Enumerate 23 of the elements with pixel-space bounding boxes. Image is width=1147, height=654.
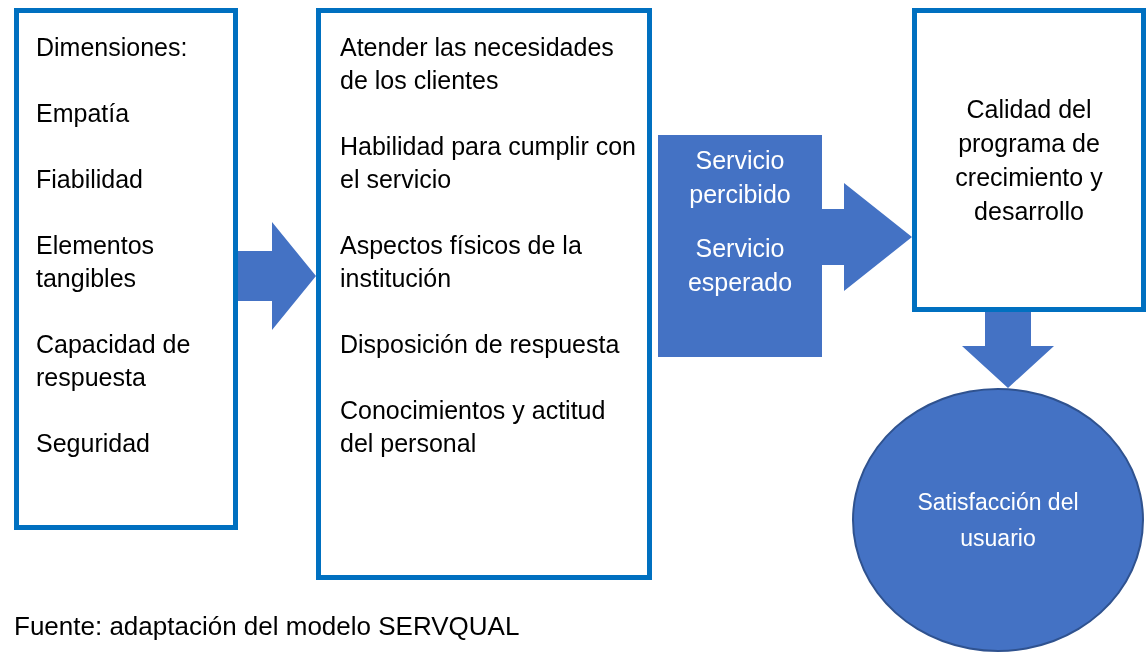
box-text: Calidad del programa de crecimiento y desarrollo — [954, 94, 1104, 227]
block-arrow — [962, 312, 1054, 388]
callout-text: Servicio esperado — [686, 233, 794, 298]
list-box — [14, 8, 238, 530]
list-item: Elementos tangibles — [36, 230, 156, 294]
process-box — [912, 8, 1146, 312]
block-arrow — [238, 222, 316, 330]
list-item: Conocimientos y actitud del personal — [340, 395, 607, 459]
callout-text: Servicio percibido — [688, 145, 792, 210]
list-item: Empatía — [36, 98, 131, 129]
list-item: Disposición de respuesta — [340, 329, 621, 360]
list-item: Fiabilidad — [36, 164, 144, 195]
list-heading: Dimensiones: — [36, 32, 189, 63]
list-item: Capacidad de respuesta — [36, 329, 192, 393]
list-item: Atender las necesidades de los clientes — [340, 32, 615, 96]
caption: Fuente: adaptación del modelo SERVQUAL — [14, 610, 520, 642]
list-item: Aspectos físicos de la institución — [340, 230, 583, 294]
list-box — [316, 8, 652, 580]
ellipse-text: Satisfacción del usuario — [916, 488, 1080, 553]
list-item: Habilidad para cumplir con el servicio — [340, 131, 637, 195]
list-item: Seguridad — [36, 428, 151, 459]
block-arrow — [822, 183, 912, 291]
callout-box — [658, 135, 822, 357]
